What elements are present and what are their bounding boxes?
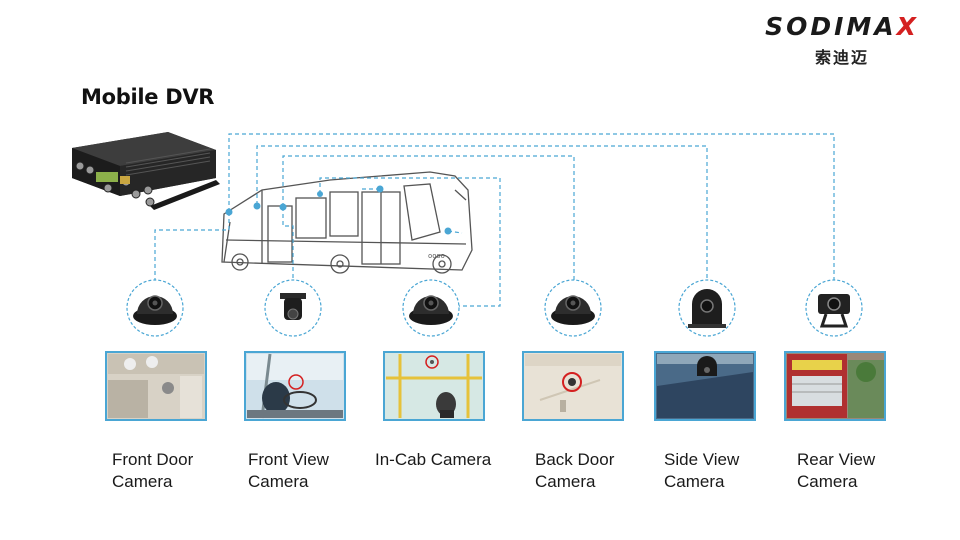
camera-label-front-view: Front View Camera	[248, 450, 329, 491]
side-view-photo	[654, 351, 756, 421]
svg-text:oooo: oooo	[428, 253, 445, 261]
bus-illustration: oooo	[221, 171, 473, 274]
brand-name: SODIMAX	[765, 12, 919, 41]
rear-camera-icon	[818, 294, 850, 328]
back-door-photo	[522, 351, 624, 421]
mini-camera-icon	[280, 293, 306, 320]
connector-dots	[225, 185, 452, 235]
front-door-photo	[105, 351, 207, 421]
camera-circles	[126, 279, 863, 337]
dome-camera-icon	[409, 295, 453, 325]
brand-name-chinese: 索迪迈	[814, 48, 869, 67]
camera-label-in-cab: In-Cab Camera	[375, 450, 492, 469]
side-camera-icon	[688, 289, 726, 328]
in-cab-photo	[383, 351, 485, 421]
front-view-photo	[244, 351, 346, 421]
dome-camera-icon	[551, 295, 595, 325]
rear-view-photo	[784, 351, 886, 421]
dome-camera-icon	[133, 295, 177, 325]
camera-label-front-door: Front Door Camera	[112, 450, 194, 491]
camera-label-side-view: Side View Camera	[664, 450, 740, 491]
page-title: Mobile DVR	[81, 85, 215, 109]
connector-lines	[154, 133, 835, 307]
camera-label-back-door: Back Door Camera	[535, 450, 615, 491]
brand-logo: SODIMAX 索迪迈	[742, 12, 942, 68]
camera-label-rear-view: Rear View Camera	[797, 450, 876, 491]
mobile-dvr-device	[72, 132, 220, 210]
